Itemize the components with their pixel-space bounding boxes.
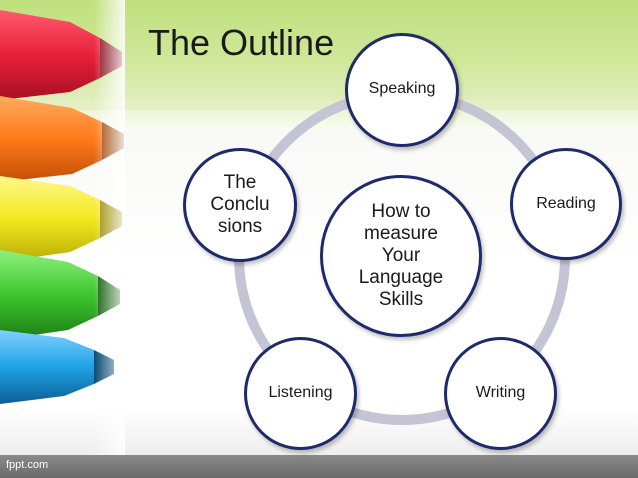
node-speaking: Speaking xyxy=(345,33,459,147)
node-reading: Reading xyxy=(510,148,622,260)
node-listening-label: Listening xyxy=(268,384,333,402)
node-writing-label: Writing xyxy=(475,384,526,402)
footer-bar xyxy=(0,455,638,478)
node-conclusions-label: The Conclu sions xyxy=(210,172,270,237)
node-speaking-label: Speaking xyxy=(368,79,436,97)
footer-brand: fppt.com xyxy=(6,459,49,471)
highlighter-markers-image xyxy=(0,0,125,455)
center-node-label: How to measure Your Language Skills xyxy=(358,201,444,310)
node-listening: Listening xyxy=(244,337,357,450)
node-conclusions: The Conclu sions xyxy=(183,148,297,262)
node-writing: Writing xyxy=(444,337,557,450)
slide-title: The Outline xyxy=(148,22,335,63)
node-reading-label: Reading xyxy=(536,194,596,212)
center-node: How to measure Your Language Skills xyxy=(320,175,482,337)
